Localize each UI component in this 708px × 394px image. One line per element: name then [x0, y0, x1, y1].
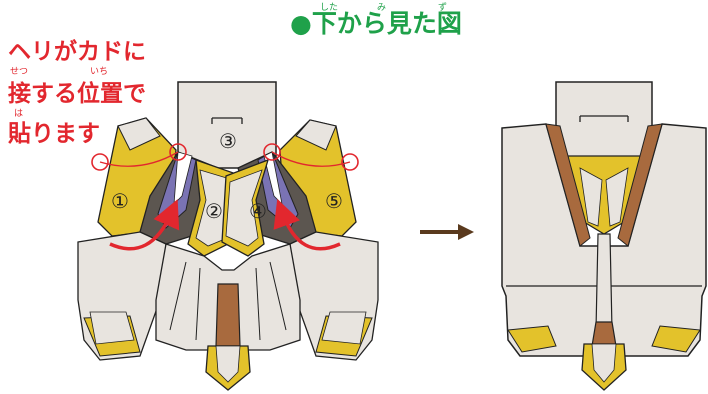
- fold-arrow-right: [273, 198, 341, 251]
- center-spine-result: [595, 233, 613, 331]
- marker-circle-3: [263, 143, 281, 161]
- part-label-2: ②: [205, 199, 223, 223]
- transition-arrow: [420, 224, 474, 240]
- fold-arrow-left: [109, 199, 180, 251]
- part-label-3: ③: [219, 129, 237, 153]
- right-figure: [501, 81, 707, 391]
- title-text: 下から見た図: [311, 9, 462, 38]
- part-label-5: ⑤: [325, 189, 343, 213]
- left-figure: ① ② ③ ④ ⑤: [77, 81, 379, 391]
- title-bullet: ●: [290, 9, 312, 38]
- marker-circle-4: [341, 153, 359, 171]
- marker-circle-2: [169, 143, 187, 161]
- instruction-line-2: 接する位置で: [8, 81, 146, 107]
- wing-right-result: [607, 123, 707, 357]
- panel-back-top: [177, 81, 277, 169]
- diagram-title: ●下から見た図: [290, 4, 462, 40]
- title-ruby-mi: み: [377, 3, 387, 13]
- title-ruby-zu: ず: [438, 3, 448, 13]
- instruction-ruby-ha: は: [14, 109, 24, 119]
- center-spine: [215, 283, 241, 347]
- part-label-4: ④: [249, 199, 267, 223]
- marker-circle-1: [91, 153, 109, 171]
- part-label-1: ①: [111, 189, 129, 213]
- instruction-ruby-setsu: せつ: [10, 67, 29, 77]
- instruction-line-1: ヘリがカドに: [8, 39, 146, 65]
- title-ruby-shita: した: [320, 3, 339, 13]
- instruction-ruby-ichi: いち: [90, 67, 109, 77]
- instruction-line-3: 貼ります: [8, 121, 100, 147]
